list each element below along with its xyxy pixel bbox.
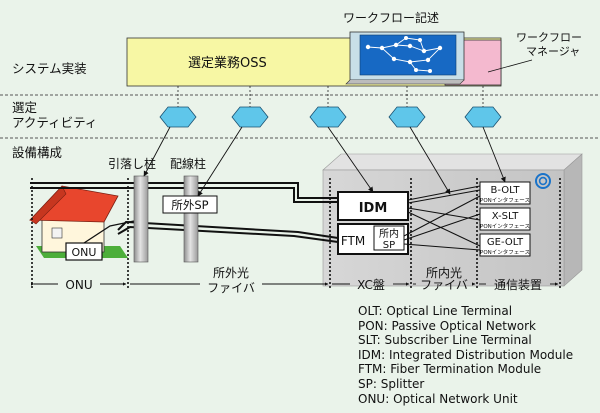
activity-hex-3 xyxy=(309,106,347,128)
outdoor-sp-box xyxy=(162,195,218,214)
indoor-sp-label-1: 所内 xyxy=(379,227,399,240)
equipment-logo-icon xyxy=(535,173,551,189)
drop-pole xyxy=(133,175,149,263)
legend-slt: SLT: Subscriber Line Terminal xyxy=(358,333,532,348)
section-label-comm: 通信装置 xyxy=(494,278,542,292)
indoor-sp-box xyxy=(373,225,405,251)
manager-callout-line xyxy=(487,59,533,73)
outdoor-sp-label: 所外SP xyxy=(171,198,208,212)
distribution-pole-label: 配線柱 xyxy=(170,156,206,171)
activity-hex-1 xyxy=(159,106,197,128)
workflow-description xyxy=(345,31,465,85)
activity-hexagons xyxy=(159,106,502,128)
layer-label-system: システム実装 xyxy=(12,61,87,76)
indoor-fiber-links xyxy=(403,185,481,251)
onu-label: ONU xyxy=(72,246,97,259)
workflow-manager-label-1: ワークフロー xyxy=(516,31,582,44)
x-slt-label: X-SLT xyxy=(492,211,520,222)
x-slt-pon-label: PONインタフェース xyxy=(480,222,530,230)
activity-hex-4 xyxy=(388,106,426,128)
activity-hex-2 xyxy=(231,106,269,128)
legend-sp: SP: Splitter xyxy=(358,376,425,391)
legend-pon: PON: Passive Optical Network xyxy=(358,318,537,333)
house-icon xyxy=(29,185,119,253)
section-label-outdoor-fiber-2: ファイバ xyxy=(207,281,255,295)
layer-label-activity-2: アクティビティ xyxy=(12,115,97,130)
workflow-manager-label-2: マネージャ xyxy=(526,45,580,58)
section-markers xyxy=(31,178,561,290)
activity-to-equipment-arrows xyxy=(143,126,506,197)
idm-label: IDM xyxy=(359,201,388,216)
layer-label-equipment: 設備構成 xyxy=(12,145,62,160)
ge-olt-pon-label: PONインタフェース xyxy=(480,248,530,256)
comm-devices: B-OLT PONインタフェース X-SLT PONインタフェース GE-OLT… xyxy=(479,181,531,257)
oss-to-activity-links xyxy=(177,86,484,107)
legend-onu: ONU: Optical Network Unit xyxy=(358,391,518,406)
oss-label: 選定業務OSS xyxy=(188,55,267,71)
ftm-label: FTM xyxy=(341,234,365,248)
indoor-sp-label-2: SP xyxy=(383,240,395,251)
distribution-pole xyxy=(183,175,199,263)
legend-idm: IDM: Integrated Distribution Module xyxy=(358,347,574,362)
ge-olt-box xyxy=(479,233,531,257)
workflow-title: ワークフロー記述 xyxy=(343,10,439,25)
legend-ftm: FTM: Fiber Termination Module xyxy=(358,362,542,377)
section-label-onu: ONU xyxy=(65,278,92,292)
x-slt-box xyxy=(479,207,531,231)
section-label-indoor-fiber-2: ファイバ xyxy=(420,278,468,292)
abbreviation-legend: OLT: Optical Line Terminal PON: Passive … xyxy=(358,304,573,406)
idm-box xyxy=(337,191,409,221)
section-label-xc: XC盤 xyxy=(357,278,385,292)
fiber-cables xyxy=(30,182,339,244)
b-olt-pon-label: PONインタフェース xyxy=(480,196,530,204)
section-label-indoor-fiber-1: 所内光 xyxy=(426,266,462,280)
section-label-outdoor-fiber-1: 所外光 xyxy=(213,266,249,280)
ge-olt-label: GE-OLT xyxy=(487,237,524,248)
b-olt-label: B-OLT xyxy=(491,185,521,196)
drop-pole-label: 引落し柱 xyxy=(108,156,156,171)
activity-hex-5 xyxy=(464,106,502,128)
layer-label-activity-1: 選定 xyxy=(12,100,37,115)
legend-olt: OLT: Optical Line Terminal xyxy=(358,304,513,318)
